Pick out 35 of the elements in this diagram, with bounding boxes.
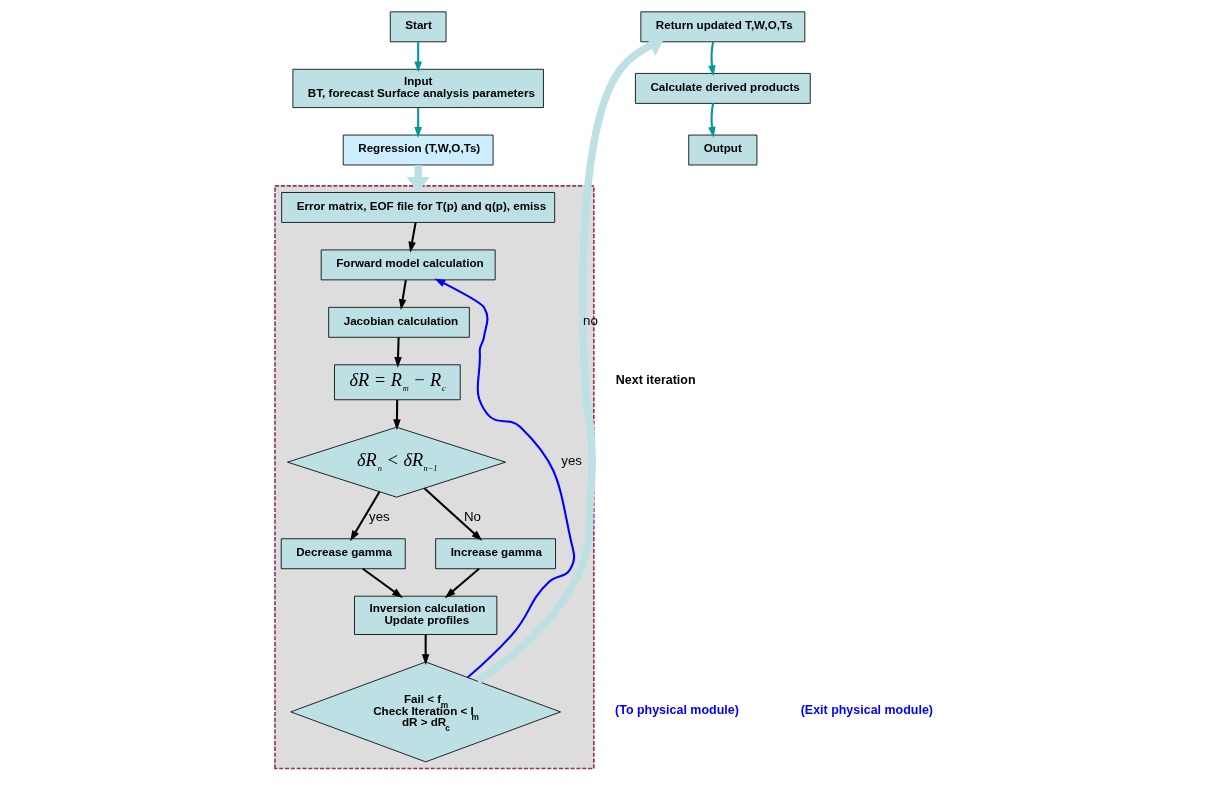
label: (Exit physical module) — [800, 702, 933, 717]
arrow — [413, 107, 422, 138]
arrow — [393, 337, 402, 368]
arrow — [413, 41, 422, 73]
node-box: Return updated T,W,O,Ts — [639, 11, 805, 43]
node-box: Error matrix, EOF file for T(p) and q(p), emiss — [280, 192, 555, 223]
arrow — [707, 41, 716, 77]
node-box: Start — [389, 11, 446, 43]
node-box: Calculate derived products — [634, 73, 811, 104]
node-box: δR = R$_{m}$ − R$_{c}$ — [333, 364, 461, 401]
node-box: Inversion calculation Update profiles — [353, 595, 497, 635]
node-diamond: δR$_{n}$ < δR$_{n−1}$ — [286, 426, 506, 498]
node-diamond: Fail < f$_{m}$ Check Iteration < I$_{m}$ dR > dR$_{c}$ — [289, 661, 561, 763]
node-box: Decrease gamma — [280, 538, 406, 570]
arrow — [421, 634, 429, 665]
edge-label: yes — [560, 453, 582, 469]
arrow — [349, 491, 380, 542]
node-box: Forward model calculation — [320, 249, 496, 281]
node-box: Jacobian calculation — [327, 306, 470, 338]
edge-label: yes — [368, 509, 390, 525]
arrow — [423, 487, 482, 541]
label: (To physical module) — [614, 702, 739, 717]
arrow — [398, 279, 407, 311]
node-box: Output — [687, 134, 757, 166]
edge-label: no — [582, 313, 598, 329]
edge-label: No — [463, 509, 481, 525]
arrow — [444, 568, 480, 599]
arrow — [392, 400, 401, 431]
node-box: Input BT, forecast Surface analysis parameters — [291, 68, 544, 108]
label: Next iteration — [615, 373, 696, 388]
node-box: Regression (T,W,O,Ts) — [342, 134, 493, 166]
node-box: Increase gamma — [434, 538, 556, 570]
arrow — [707, 103, 716, 138]
arrow — [361, 567, 403, 598]
arrow — [407, 222, 417, 253]
